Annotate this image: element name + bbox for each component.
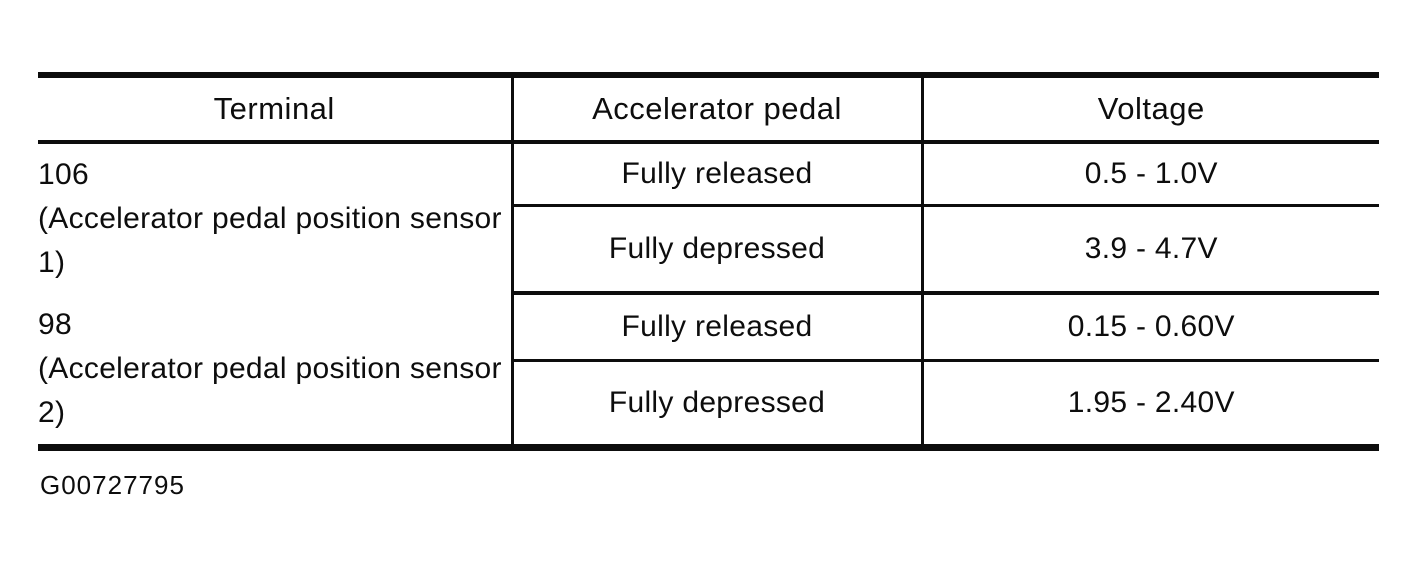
table-row: Fully depressed 3.9 - 4.7V	[38, 205, 1379, 295]
pedal-state-cell: Fully released	[510, 293, 922, 362]
voltage-range-cell: 0.15 - 0.60V	[920, 293, 1379, 362]
terminal-number: 98	[38, 307, 72, 341]
header-terminal: Terminal	[38, 75, 512, 144]
header-voltage: Voltage	[920, 75, 1379, 144]
terminal-description: (Accelerator pedal position sensor 1)	[38, 201, 502, 279]
header-accelerator-pedal: Accelerator pedal	[510, 75, 922, 144]
voltage-range-cell: 1.95 - 2.40V	[920, 360, 1379, 448]
figure-id: G00727795	[40, 470, 185, 500]
voltage-range-cell: 0.5 - 1.0V	[920, 142, 1379, 207]
pedal-state-cell: Fully released	[510, 142, 922, 207]
pedal-state-cell: Fully depressed	[510, 205, 922, 295]
terminal-number: 106	[38, 157, 89, 191]
header-row: Terminal Accelerator pedal Voltage	[38, 75, 1379, 144]
terminal-description: (Accelerator pedal position sensor 2)	[38, 351, 502, 429]
voltage-range-cell: 3.9 - 4.7V	[920, 205, 1379, 295]
terminal-cell-98: 98 (Accelerator pedal position sensor 2)	[38, 293, 512, 448]
table-row: Fully depressed 1.95 - 2.40V	[38, 360, 1379, 448]
voltage-spec-table: Terminal Accelerator pedal Voltage 106 (…	[38, 72, 1379, 451]
table-row: 106 (Accelerator pedal position sensor 1…	[38, 142, 1379, 279]
table-row: 98 (Accelerator pedal position sensor 2)…	[38, 293, 1379, 429]
terminal-cell-106: 106 (Accelerator pedal position sensor 1…	[38, 142, 512, 293]
pedal-state-cell: Fully depressed	[510, 360, 922, 448]
